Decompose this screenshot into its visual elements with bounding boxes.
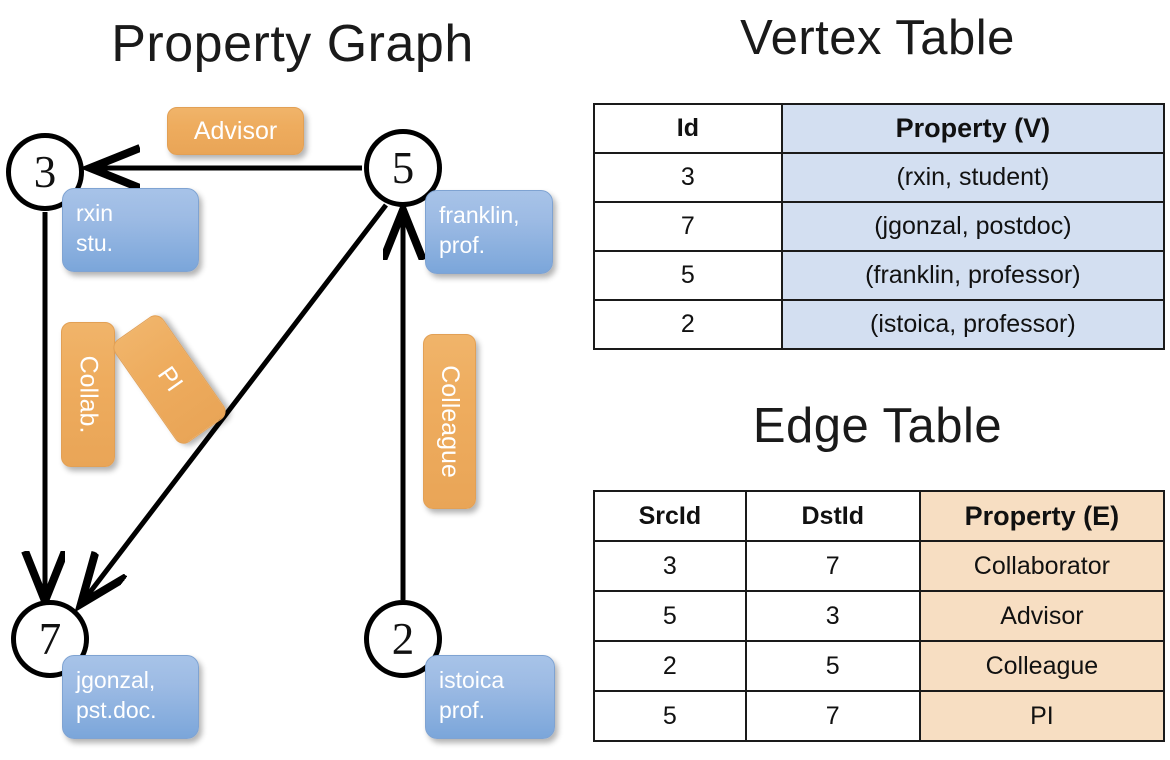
vertex-property-box-7: jgonzal, pst.doc. [62,655,199,739]
graph-node-2[interactable]: 2 [364,600,442,678]
vertex-prop-line: pst.doc. [76,697,157,724]
vertex-cell-property: (istoica, professor) [780,299,1166,350]
edge-cell-property: Collaborator [918,540,1166,592]
vertex-cell-id: 2 [593,299,783,350]
graph-node-5[interactable]: 5 [364,129,442,207]
vertex-cell-property: (franklin, professor) [780,250,1166,301]
vertex-table: Id Property (V) 3 (rxin, student) 7 (jgo… [593,103,1166,350]
vertex-cell-id: 5 [593,250,783,301]
vertex-prop-line: rxin [76,200,114,226]
page-title-edge-table: Edge Table [752,399,1003,453]
vertex-cell-property: (jgonzal, postdoc) [780,201,1166,252]
edge-label-text: Advisor [193,116,278,145]
table-row: 5 3 Advisor [593,590,1166,642]
vertex-property-box-2: istoica prof. [425,655,555,739]
vertex-col-id: Id [593,103,783,154]
edge-cell-dstid: 3 [744,590,921,642]
edge-col-srcid: SrcId [593,490,747,542]
table-row: 3 7 Collaborator [593,540,1166,592]
table-header-row: Id Property (V) [593,103,1166,154]
vertex-prop-line: franklin, [439,202,520,228]
edge-cell-dstid: 7 [744,540,921,592]
edge-cell-property: Advisor [918,590,1166,642]
edge-col-dstid: DstId [744,490,921,542]
edge-cell-srcid: 2 [593,640,747,692]
page-title-vertex-table: Vertex Table [740,11,1015,65]
vertex-prop-line: jgonzal, [76,667,156,693]
vertex-property-box-5: franklin, prof. [425,190,553,274]
vertex-col-property: Property (V) [780,103,1166,154]
vertex-prop-line: istoica [439,667,505,693]
edge-label-advisor: Advisor [167,107,304,155]
edge-cell-srcid: 5 [593,690,747,742]
table-header-row: SrcId DstId Property (E) [593,490,1166,542]
edge-label-text: PI [151,361,189,397]
vertex-prop-line: stu. [76,230,114,257]
edge-cell-dstid: 5 [744,640,921,692]
page-title-property-graph: Property Graph [111,15,474,73]
table-row: 3 (rxin, student) [593,152,1166,203]
edge-5-to-7 [84,203,388,600]
edge-col-property: Property (E) [918,490,1166,542]
table-row: 7 (jgonzal, postdoc) [593,201,1166,252]
table-row: 2 (istoica, professor) [593,299,1166,350]
edge-label-collab: Collab. [61,322,115,467]
vertex-prop-line: prof. [439,232,486,259]
vertex-cell-property: (rxin, student) [780,152,1166,203]
vertex-prop-line: prof. [439,697,486,724]
table-row: 5 (franklin, professor) [593,250,1166,301]
edge-label-colleague: Colleague [423,334,476,509]
table-row: 5 7 PI [593,690,1166,742]
property-graph-panel: Property Graph 3 5 7 2 rxin stu. [0,0,585,760]
vertex-cell-id: 7 [593,201,783,252]
vertex-cell-id: 3 [593,152,783,203]
edge-cell-srcid: 5 [593,590,747,642]
edge-label-text: Collab. [74,355,103,434]
table-row: 2 5 Colleague [593,640,1166,692]
edge-cell-property: PI [918,690,1166,742]
edge-table: SrcId DstId Property (E) 3 7 Collaborato… [593,490,1166,742]
vertex-property-box-3: rxin stu. [62,188,199,272]
edge-cell-property: Colleague [918,640,1166,692]
edge-label-text: Colleague [436,365,464,478]
edge-cell-srcid: 3 [593,540,747,592]
graph-edges-svg [0,0,585,760]
edge-cell-dstid: 7 [744,690,921,742]
